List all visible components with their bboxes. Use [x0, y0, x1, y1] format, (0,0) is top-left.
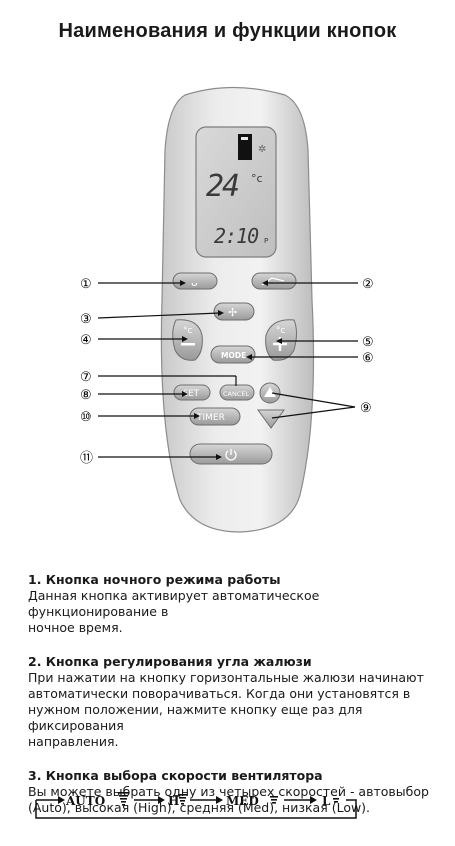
lcd-time: 2:10	[214, 224, 259, 248]
lcd-night-mark	[241, 137, 248, 140]
fan-bars-icon	[333, 798, 339, 803]
page-title: Наименования и функции кнопок	[58, 20, 397, 42]
button-descriptions: 1. Кнопка ночного режима работы Данная к…	[28, 572, 438, 834]
callout-10: ⑩	[80, 410, 92, 425]
callout-2: ②	[362, 277, 374, 292]
cancel-button	[219, 384, 255, 401]
fan-bars-icon	[178, 794, 187, 805]
section-text-line: нужном положении, нажмите кнопку еще раз…	[28, 702, 363, 733]
fan-icon: ✢	[228, 306, 237, 319]
fan-bars-icon	[270, 796, 278, 804]
power-icon	[225, 449, 237, 461]
section-louver-angle: 2. Кнопка регулирования угла жалюзи При …	[28, 654, 438, 750]
section-heading: 1. Кнопка ночного режима работы	[28, 572, 281, 587]
cancel-label: CANCEL	[223, 390, 249, 398]
lcd-time-suffix: P	[264, 237, 268, 245]
temp-down-unit: °c	[183, 326, 193, 336]
callout-arrowheads	[180, 280, 282, 460]
fan-speed-button	[213, 302, 255, 321]
section-text-line: При нажатии на кнопку горизонтальные жал…	[28, 670, 424, 685]
callout-11: ⑪	[80, 451, 93, 466]
lcd-mode-indicator	[238, 134, 252, 160]
lcd-fan-icon: ✲	[258, 144, 266, 155]
swing-button	[251, 272, 297, 290]
speed-auto-label: AUTO	[65, 794, 105, 808]
timer-label: TIMER	[196, 413, 225, 423]
lcd-screen	[195, 126, 277, 258]
mode-button	[210, 345, 256, 364]
section-text-line: направления.	[28, 734, 119, 749]
mode-label: MODE	[221, 351, 246, 360]
temp-down-button	[172, 319, 203, 361]
fan-speed-cycle-diagram: AUTO H MED L	[35, 792, 357, 819]
temp-up-unit: °c	[276, 326, 286, 336]
section-night-mode: 1. Кнопка ночного режима работы Данная к…	[28, 572, 438, 636]
section-text-line: автоматически поворачиваться. Когда они …	[28, 686, 411, 701]
callout-7: ⑦	[80, 370, 92, 385]
lcd-temp-unit: °c	[251, 172, 263, 185]
down-button	[257, 409, 285, 429]
section-text-line: (Auto), высокая (High), средняя (Med), н…	[28, 800, 371, 815]
section-text-line: ночное время.	[28, 620, 123, 635]
callout-5: ⑤	[362, 335, 374, 350]
remote-control-figure: ✲ 24 °c 2:10 P ᴗ ✢ °c °c MODE CANCEL SET…	[80, 86, 374, 533]
lcd-temperature: 24	[206, 169, 238, 204]
set-label: SET	[183, 389, 200, 399]
callout-8: ⑧	[80, 388, 92, 403]
callout-9: ⑨	[360, 401, 372, 416]
minus-icon	[181, 343, 195, 346]
fan-bars-icon	[118, 792, 129, 806]
callout-3: ③	[80, 312, 92, 327]
section-fan-speed: 3. Кнопка выбора скорости вентилятора Вы…	[28, 768, 438, 816]
callout-1: ①	[80, 277, 92, 292]
speed-high-label: H	[168, 794, 179, 808]
sleep-button	[172, 272, 218, 290]
callout-6: ⑥	[362, 351, 374, 366]
section-heading: 2. Кнопка регулирования угла жалюзи	[28, 654, 312, 669]
up-arrow-icon	[264, 387, 276, 397]
section-text-line: Данная кнопка активирует автоматическое …	[28, 588, 320, 619]
speed-low-label: L	[322, 794, 331, 808]
callout-4: ④	[80, 333, 92, 348]
section-text-line: Вы можете выбрать одну из четырех скорос…	[28, 784, 429, 799]
section-heading: 3. Кнопка выбора скорости вентилятора	[28, 768, 323, 783]
speed-med-label: MED	[226, 794, 259, 808]
sleep-icon: ᴗ	[191, 276, 198, 289]
